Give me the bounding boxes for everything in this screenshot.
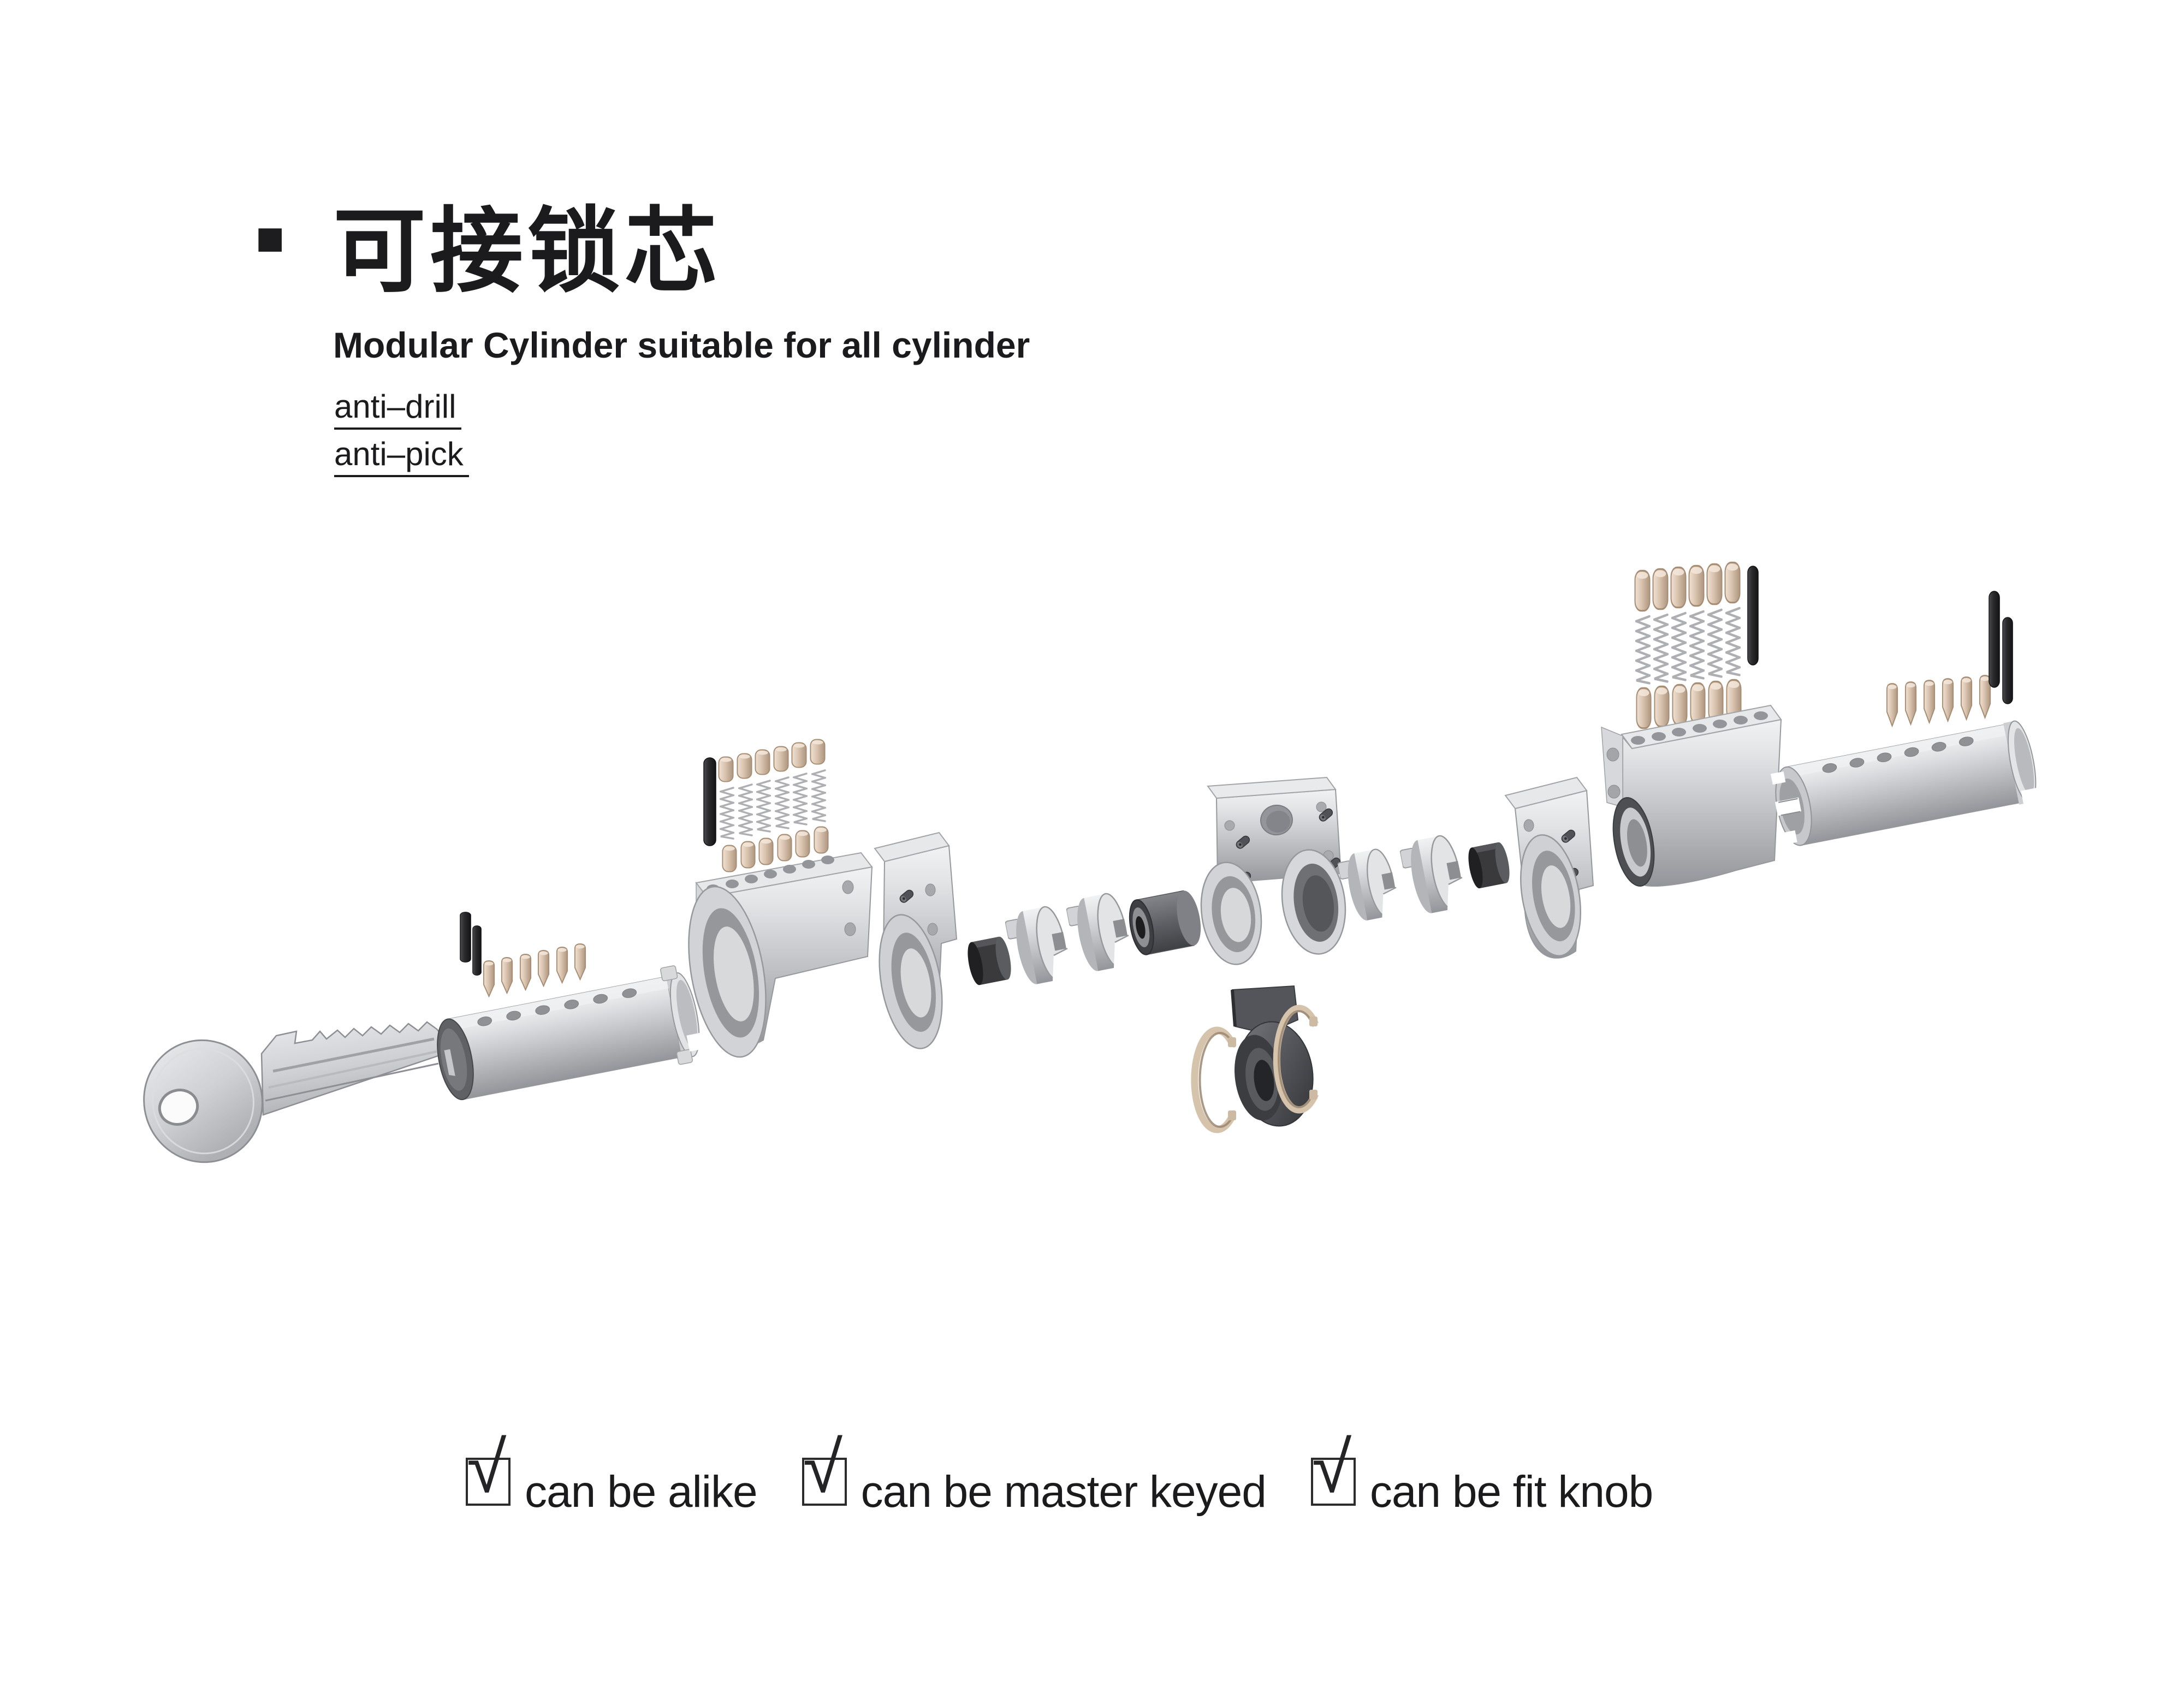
checkmark-icon: √ — [1311, 1427, 1352, 1507]
driver-pin — [1652, 568, 1669, 610]
driver-pin — [1688, 565, 1705, 607]
key-pin — [574, 943, 586, 981]
spring — [793, 773, 808, 825]
check-item-fit-knob: √ can be fit knob — [1310, 1431, 1653, 1518]
driver-pin — [773, 746, 789, 772]
front-housing-pin-set — [703, 739, 829, 872]
driver-pin — [1706, 563, 1723, 605]
feature-anti-drill: anti–drill — [334, 389, 462, 430]
exploded-cylinder-diagram — [143, 561, 2040, 1163]
rear-housing — [1601, 704, 1782, 887]
anti-drill-pin — [472, 925, 482, 976]
driver-pin — [755, 749, 770, 775]
key-pin — [1904, 681, 1917, 725]
check-label: can be alike — [525, 1467, 758, 1517]
rear-housing-pin-set — [1634, 561, 1759, 729]
checkbox-checked: √ — [802, 1431, 847, 1506]
yoke-housing — [1200, 776, 1346, 965]
front-plug — [437, 965, 704, 1101]
anti-drill-pin — [1989, 591, 2000, 688]
key-pin — [1886, 683, 1898, 727]
key-pin — [537, 949, 550, 987]
key-pin — [777, 834, 792, 862]
key-pin — [740, 841, 756, 869]
key-pin — [1979, 675, 1991, 718]
front-plug-pin-set — [460, 912, 586, 997]
front-housing — [688, 852, 873, 1058]
anti-drill-pin — [703, 757, 716, 846]
driver-pin — [1670, 566, 1687, 609]
housing-section-left — [874, 831, 958, 1049]
anti-drill-pin — [1747, 566, 1759, 666]
driver-pin — [737, 753, 752, 779]
front-housing-bore — [688, 886, 767, 1058]
slotted-cam-disc — [1064, 889, 1138, 978]
driver-pin — [718, 756, 734, 782]
feature-anti-pick: anti–pick — [334, 436, 469, 477]
spring — [1726, 608, 1740, 675]
checkmark-icon: √ — [803, 1427, 843, 1507]
key-pin — [722, 845, 737, 872]
spacer — [968, 936, 1011, 985]
rear-plug — [1770, 720, 2040, 846]
spring — [756, 780, 771, 833]
c-clip-right — [1273, 1005, 1319, 1114]
key-pin — [501, 957, 513, 994]
rear-plug-pin-set — [1886, 591, 2013, 727]
spring — [1636, 616, 1649, 684]
title-bullet-icon: ■ — [256, 211, 285, 265]
key-pin — [1923, 680, 1936, 723]
check-label: can be fit knob — [1369, 1467, 1653, 1517]
key-hole — [158, 1089, 199, 1126]
driver-pin — [1724, 561, 1741, 604]
spacer — [1468, 842, 1510, 889]
key-pin — [814, 826, 829, 854]
key-pin — [1942, 678, 1954, 722]
bearing-collar — [1129, 890, 1201, 955]
key-pin — [1690, 682, 1706, 724]
check-item-master-keyed: √ can be master keyed — [802, 1431, 1267, 1518]
key-pin — [519, 953, 532, 991]
housing-section-right — [1504, 776, 1594, 959]
checkbox-checked: √ — [1310, 1431, 1356, 1506]
spring — [1654, 615, 1667, 682]
key-pin — [1960, 676, 1973, 720]
spring — [720, 787, 734, 840]
key-head — [143, 1039, 263, 1163]
spring — [1672, 613, 1686, 680]
slotted-cam-disc — [1336, 845, 1405, 926]
key-pin — [1654, 685, 1670, 728]
anti-drill-pin — [2002, 617, 2013, 704]
spring — [1690, 611, 1704, 679]
spring — [811, 769, 826, 822]
slotted-cam-disc — [1398, 831, 1472, 920]
page-subtitle: Modular Cylinder suitable for all cylind… — [333, 325, 1030, 365]
key-pin — [758, 837, 774, 865]
page-title: 可接锁芯 — [333, 200, 722, 304]
driver-pin — [791, 742, 807, 768]
spring — [738, 783, 753, 836]
slotted-cam-disc — [1003, 902, 1077, 991]
spring — [775, 776, 790, 829]
key-pin — [1672, 684, 1688, 726]
c-clip-left — [1191, 1026, 1236, 1133]
driver-pin — [810, 739, 826, 765]
check-label: can be master keyed — [860, 1467, 1267, 1517]
spring — [1708, 610, 1722, 677]
checkbox-checked: √ — [466, 1431, 511, 1506]
key — [143, 1021, 443, 1163]
key-pin — [483, 960, 495, 997]
checkmark-icon: √ — [467, 1427, 507, 1507]
feature-list: anti–drill anti–pick — [334, 389, 469, 484]
check-item-alike: √ can be alike — [466, 1431, 758, 1518]
feature-checklist: √ can be alike √ can be master keyed √ c… — [466, 1431, 1653, 1518]
driver-pin — [1634, 569, 1651, 612]
key-pin — [795, 830, 810, 858]
key-pin — [556, 946, 568, 984]
key-pin — [1636, 687, 1652, 729]
anti-drill-pin — [460, 912, 471, 963]
